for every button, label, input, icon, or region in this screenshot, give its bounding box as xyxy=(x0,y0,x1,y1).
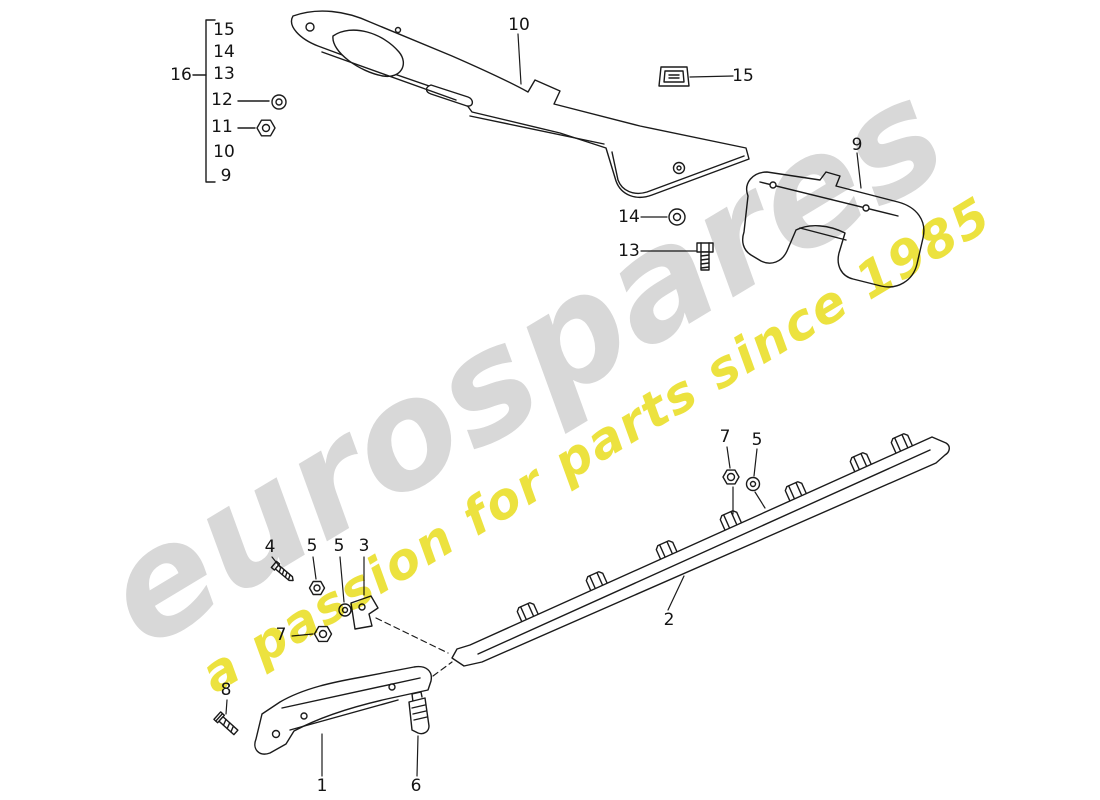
callout-part-7-top[interactable]: 7 xyxy=(719,427,731,447)
callout-part-10[interactable]: 10 xyxy=(508,15,530,35)
part-2-sill-strip-drawing xyxy=(451,433,950,667)
legend-item-11[interactable]: 11 xyxy=(211,117,233,137)
callout-part-2[interactable]: 2 xyxy=(663,610,675,630)
callout-part-6[interactable]: 6 xyxy=(410,776,422,796)
part-9-cover-drawing xyxy=(742,171,925,288)
legend-item-9[interactable]: 9 xyxy=(220,166,232,186)
legend-pointer-label[interactable]: 16 xyxy=(170,65,192,85)
legend-item-15[interactable]: 15 xyxy=(213,20,235,40)
nut-icon xyxy=(256,119,276,137)
callout-part-5-a[interactable]: 5 xyxy=(306,536,318,556)
legend-item-12[interactable]: 12 xyxy=(211,90,233,110)
part-10-panel-drawing xyxy=(290,10,750,199)
part-13-bolt-drawing xyxy=(696,242,714,271)
washer-icon xyxy=(338,603,352,617)
callout-part-5-top[interactable]: 5 xyxy=(751,430,763,450)
leader-lines xyxy=(225,33,862,777)
assembly-dashed-lines xyxy=(375,617,453,677)
callout-part-1[interactable]: 1 xyxy=(316,776,328,796)
callout-part-9[interactable]: 9 xyxy=(851,135,863,155)
legend-item-14[interactable]: 14 xyxy=(213,42,235,62)
part-15-clip-drawing xyxy=(658,66,690,87)
callout-part-5-b[interactable]: 5 xyxy=(333,536,345,556)
legend-item-13[interactable]: 13 xyxy=(213,64,235,84)
part-6-clip-drawing xyxy=(408,691,430,735)
part-1-support-drawing xyxy=(254,665,433,755)
washer-icon xyxy=(745,476,761,492)
nut-icon xyxy=(722,469,740,485)
part-14-washer-drawing xyxy=(668,208,686,226)
callout-part-8[interactable]: 8 xyxy=(220,680,232,700)
part-3-bracket-drawing xyxy=(350,595,379,630)
callout-part-14[interactable]: 14 xyxy=(618,207,640,227)
washer-icon xyxy=(271,94,287,110)
callout-part-7-left[interactable]: 7 xyxy=(275,625,287,645)
callout-part-13[interactable]: 13 xyxy=(618,241,640,261)
callout-part-4[interactable]: 4 xyxy=(264,537,276,557)
legend-item-10[interactable]: 10 xyxy=(213,142,235,162)
nut-icon xyxy=(313,625,333,643)
legend-bracket xyxy=(192,19,270,183)
part-8-bolt-drawing xyxy=(213,711,239,736)
callout-part-15[interactable]: 15 xyxy=(732,66,754,86)
nut-icon xyxy=(308,580,326,596)
callout-part-3[interactable]: 3 xyxy=(358,536,370,556)
